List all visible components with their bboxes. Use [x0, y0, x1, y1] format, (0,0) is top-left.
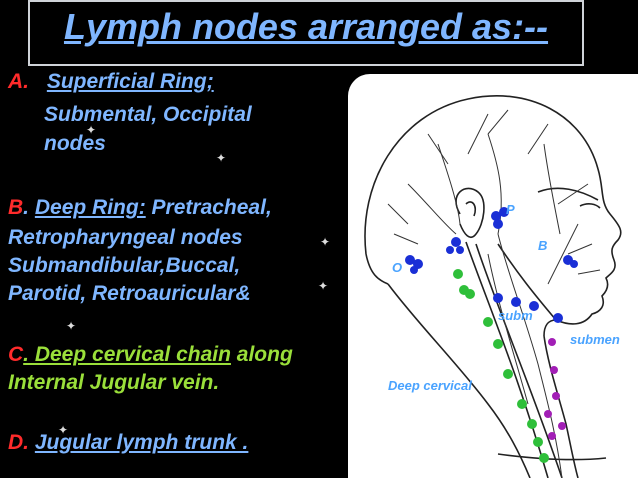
title-bar [28, 0, 584, 66]
head-outline-illustration [364, 95, 622, 478]
star-decoration: ✦ [318, 279, 329, 293]
section-a-line3: nodes [44, 132, 106, 155]
section-b-line1: B. Deep Ring: Pretracheal, [8, 197, 272, 218]
section-b-line2: Retropharyngeal nodes [8, 226, 243, 249]
label-p: P [506, 202, 515, 217]
section-b-letter: B [8, 196, 24, 219]
star-decoration: ✦ [86, 123, 97, 137]
section-c-heading: . Deep cervical chain [23, 343, 231, 366]
section-a-line1: A. Superficial Ring; [8, 71, 214, 92]
section-b-line4: Parotid, Retroauricular& [8, 282, 251, 305]
section-b-heading: Deep Ring: [34, 196, 146, 219]
label-subm: subm [498, 308, 533, 323]
star-decoration: ✦ [66, 319, 77, 333]
section-c-line1: C. Deep cervical chain along [8, 344, 293, 365]
label-deep-cervical: Deep cervical [388, 378, 472, 393]
section-d-heading: Jugular lymph trunk . [34, 431, 249, 454]
section-c-letter: C [8, 343, 24, 366]
section-d-line1: D. Jugular lymph trunk . [8, 432, 248, 453]
section-b-dot: . [23, 196, 30, 219]
section-d-letter: D. [8, 431, 29, 454]
label-submental: submen [570, 332, 620, 347]
section-c-line2: Internal Jugular vein. [8, 371, 220, 394]
label-b: B [538, 238, 548, 253]
star-decoration: ✦ [320, 235, 331, 249]
star-decoration: ✦ [216, 151, 227, 165]
head-neck-lymph-diagram: Deep cervical submen B P O subm [348, 74, 638, 478]
section-a-heading: Superficial Ring; [46, 70, 214, 93]
section-b-rest: Pretracheal, [151, 196, 272, 219]
section-b-line3: Submandibular,Buccal, [8, 254, 241, 277]
star-decoration: ✦ [58, 423, 69, 437]
slide-title: Lymph nodes arranged as:-- [63, 6, 549, 47]
section-c-rest: along [236, 343, 293, 366]
section-a-line2: Submental, Occipital [44, 103, 252, 126]
section-a-letter: A. [8, 70, 29, 93]
label-o: O [392, 260, 403, 275]
